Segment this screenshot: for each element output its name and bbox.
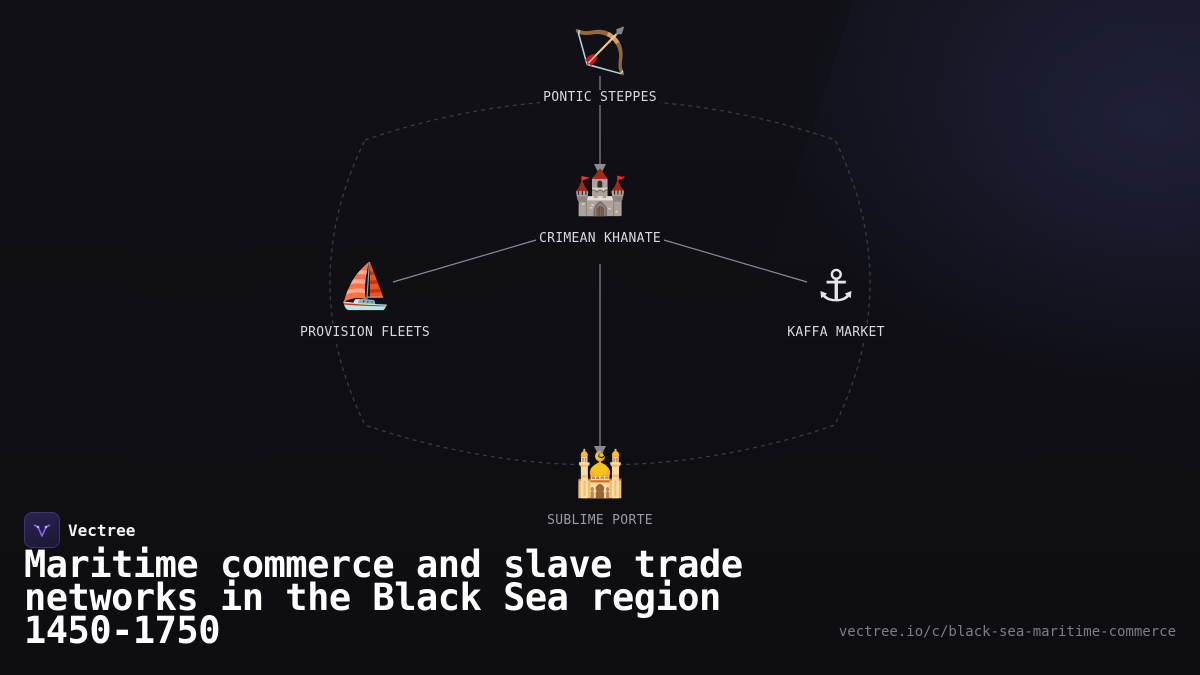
node-label: SUBLIME PORTE: [544, 513, 656, 528]
brand-name: Vectree: [68, 520, 136, 540]
edge-khanate-to-fleets: [392, 237, 544, 283]
bow-and-arrow-icon: 🏹: [572, 26, 628, 77]
node-label: KAFFA MARKET: [784, 325, 888, 340]
node-provision-fleets[interactable]: ⛵ PROVISION FLEETS: [275, 259, 455, 340]
castle-icon: 🏰: [572, 167, 628, 218]
node-crimean-khanate[interactable]: 🏰 CRIMEAN KHANATE: [510, 165, 690, 246]
brand[interactable]: Vectree: [24, 512, 135, 548]
sailboat-icon: ⛵: [337, 261, 393, 312]
node-label: CRIMEAN KHANATE: [536, 231, 664, 246]
page-title: Maritime commerce and slave trade networ…: [24, 543, 743, 652]
node-sublime-porte[interactable]: 🕌 SUBLIME PORTE: [510, 447, 690, 528]
page-url[interactable]: vectree.io/c/black-sea-maritime-commerce: [838, 624, 1176, 640]
node-kaffa-market[interactable]: ⚓ KAFFA MARKET: [746, 259, 926, 340]
edge-khanate-to-kaffa: [656, 237, 808, 283]
node-pontic-steppes[interactable]: 🏹 PONTIC STEPPES: [510, 24, 690, 105]
mosque-icon: 🕌: [572, 449, 628, 500]
node-label: PONTIC STEPPES: [540, 90, 660, 105]
anchor-icon: ⚓: [816, 261, 856, 312]
vectree-logo-icon: [24, 512, 60, 548]
node-label: PROVISION FLEETS: [296, 325, 434, 340]
